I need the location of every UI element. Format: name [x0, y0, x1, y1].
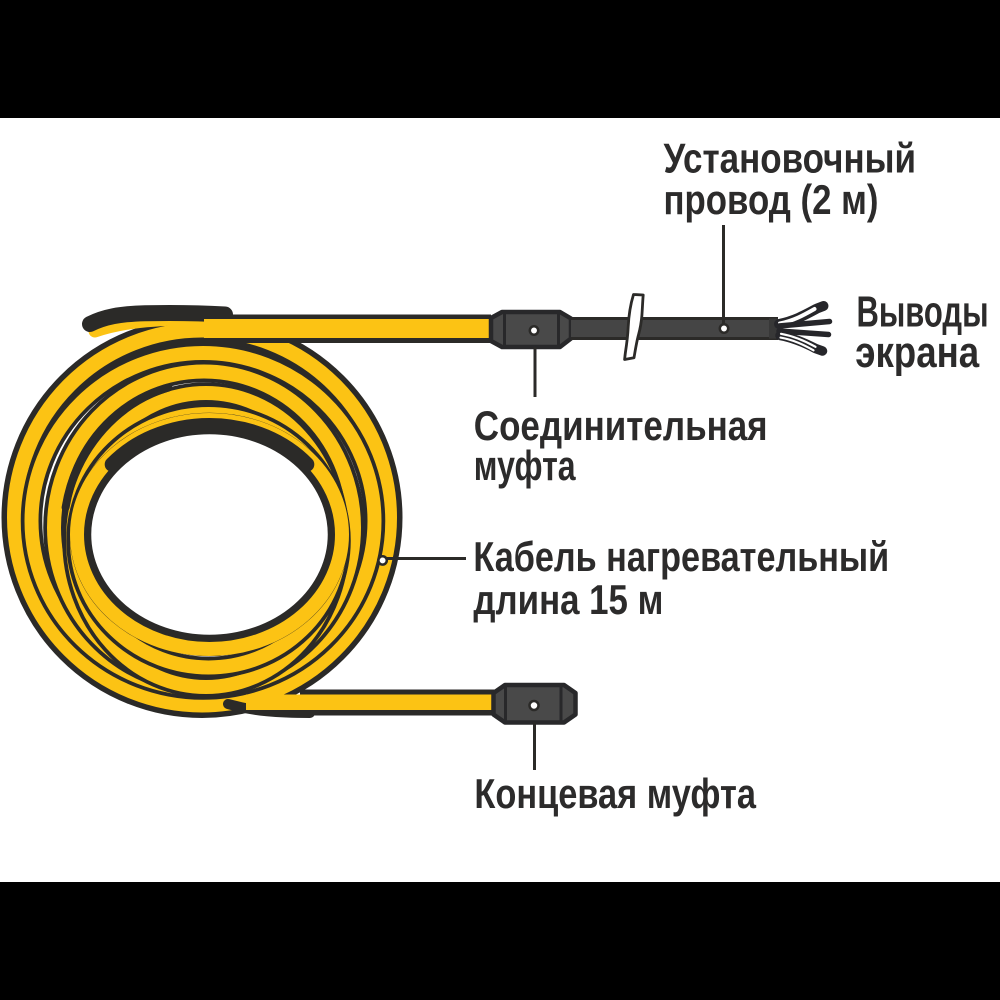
svg-text:Соединительная: Соединительная — [474, 402, 768, 449]
svg-text:Кабель нагревательный: Кабель нагревательный — [473, 533, 889, 580]
svg-text:Концевая муфта: Концевая муфта — [474, 770, 756, 817]
svg-text:Выводы: Выводы — [857, 287, 989, 336]
svg-text:экрана: экрана — [855, 328, 979, 377]
svg-text:Установочный: Установочный — [664, 134, 917, 181]
svg-text:провод (2 м): провод (2 м) — [664, 176, 879, 223]
svg-text:длина 15 м: длина 15 м — [473, 576, 663, 623]
svg-text:муфта: муфта — [474, 442, 576, 489]
